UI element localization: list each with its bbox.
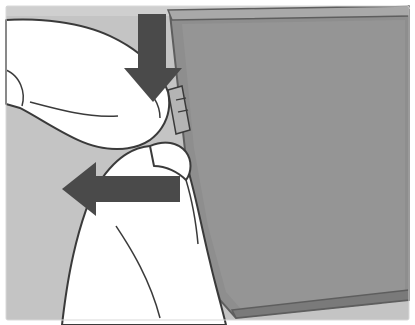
left-arrow-shaft: [92, 176, 180, 202]
down-arrow-shaft: [138, 14, 166, 70]
